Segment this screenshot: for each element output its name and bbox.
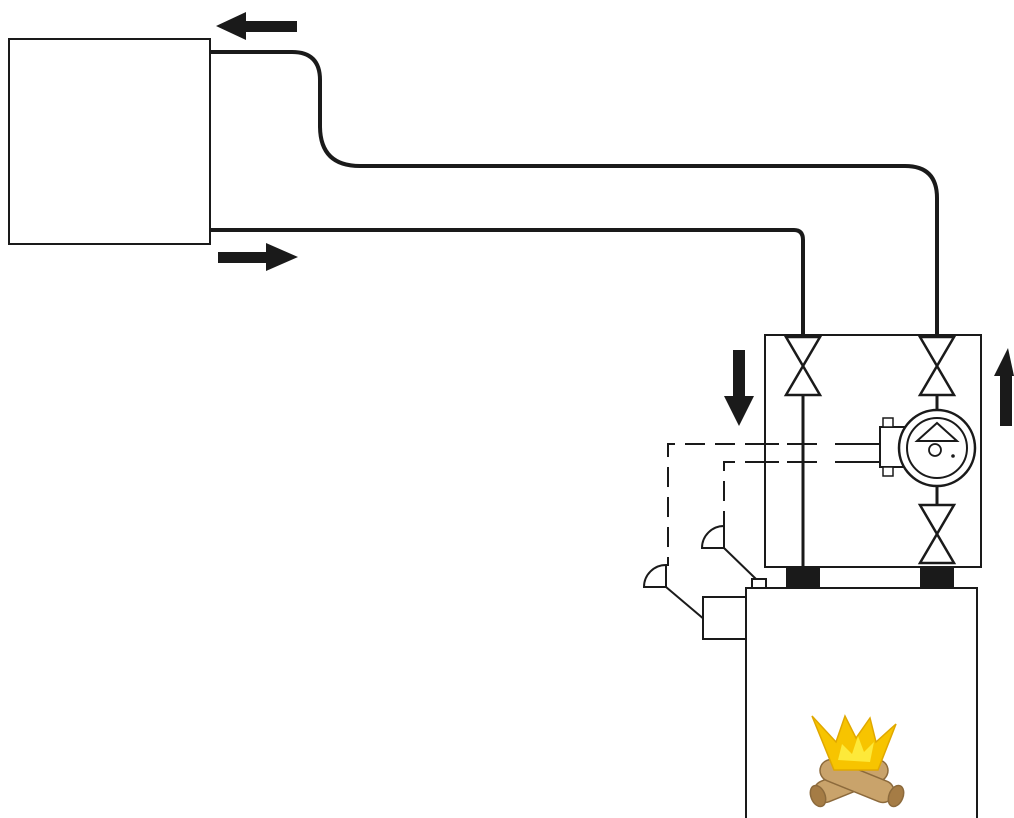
relief-valve-icon — [642, 524, 767, 621]
flow-pipe — [210, 50, 939, 338]
campfire-icon — [809, 714, 905, 808]
radiator — [8, 38, 211, 245]
connector-right — [920, 567, 954, 588]
arrow-down-icon — [724, 350, 754, 426]
bypass-lines — [765, 443, 880, 463]
connector-left — [786, 567, 820, 588]
boiler-fitting — [702, 596, 747, 640]
return-pipe — [210, 228, 805, 338]
circulation-pump-icon — [879, 408, 977, 488]
gate-valve-right-icon — [917, 335, 957, 397]
arrow-right-icon — [218, 243, 298, 271]
arrow-up-icon — [994, 348, 1014, 426]
gate-valve-bottom-icon — [917, 503, 957, 565]
gate-valve-left-icon — [783, 335, 823, 397]
arrow-left-icon — [216, 12, 297, 40]
dashed-expansion-line — [667, 443, 765, 566]
boiler — [745, 587, 978, 818]
